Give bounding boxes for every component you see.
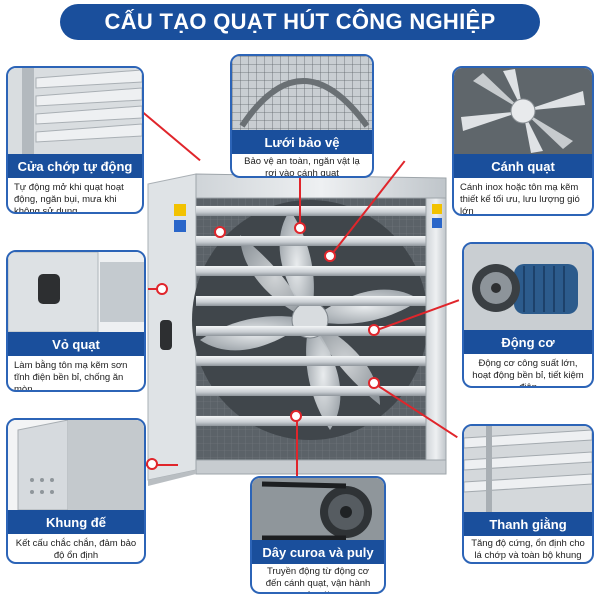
callout-dot xyxy=(214,226,226,238)
leader-line xyxy=(146,464,178,466)
page-title: CẤU TẠO QUẠT HÚT CÔNG NGHIỆP xyxy=(60,4,540,40)
part-label: Động cơ xyxy=(464,330,592,354)
callout-dot xyxy=(146,458,158,470)
frame-photo xyxy=(8,420,144,510)
louver-photo xyxy=(8,68,142,154)
callout-dot xyxy=(156,283,168,295)
part-label: Dây curoa và puly xyxy=(252,540,384,564)
belt-pulley-photo xyxy=(252,478,384,540)
part-label: Lưới bảo vệ xyxy=(232,130,372,154)
leader-line xyxy=(296,416,298,480)
part-label: Thanh giằng xyxy=(464,512,592,536)
part-desc: Cánh inox hoặc tôn mạ kẽm thiết kế tối ư… xyxy=(460,182,580,216)
part-card-day: Dây curoa và puly Truyền động từ động cơ… xyxy=(250,476,386,594)
part-label: Khung đế xyxy=(8,510,144,534)
blade-photo xyxy=(454,68,592,154)
callout-dot xyxy=(324,250,336,262)
callout-dot xyxy=(290,410,302,422)
part-card-dongco: Động cơ Động cơ công suất lớn, hoạt động… xyxy=(462,242,594,388)
brace-photo xyxy=(464,426,592,512)
part-desc: Kết cấu chắc chắn, đảm bảo độ ổn định xyxy=(15,538,137,561)
part-label: Vỏ quạt xyxy=(8,332,144,356)
mesh-photo xyxy=(232,56,372,130)
part-desc: Tự động mở khi quạt hoạt động, ngăn bụi,… xyxy=(14,182,124,214)
part-desc: Tăng độ cứng, ổn định cho lá chớp và toà… xyxy=(471,538,585,562)
leader-line xyxy=(299,175,301,229)
part-card-cua-chop: Cửa chớp tự động Tự động mở khi quạt hoạ… xyxy=(6,66,144,214)
leader-line xyxy=(142,112,201,162)
part-desc: Bảo vệ an toàn, ngăn vật lạ rơi vào cánh… xyxy=(244,156,360,178)
fan-illustration xyxy=(147,173,447,486)
callout-dot xyxy=(294,222,306,234)
motor-photo xyxy=(464,244,592,330)
part-desc: Động cơ công suất lớn, hoạt động bền bỉ,… xyxy=(472,358,584,388)
part-desc: Làm bằng tôn mạ kẽm sơn tĩnh điện bền bỉ… xyxy=(14,360,128,392)
part-card-thanh: Thanh giằng Tăng độ cứng, ổn định cho lá… xyxy=(462,424,594,564)
part-label: Cánh quạt xyxy=(454,154,592,178)
callout-dot xyxy=(368,324,380,336)
part-label: Cửa chớp tự động xyxy=(8,154,142,178)
part-card-khung: Khung đế Kết cấu chắc chắn, đảm bảo độ ổ… xyxy=(6,418,146,564)
part-card-canh: Cánh quạt Cánh inox hoặc tôn mạ kẽm thiế… xyxy=(452,66,594,216)
part-card-luoi: Lưới bảo vệ Bảo vệ an toàn, ngăn vật lạ … xyxy=(230,54,374,178)
callout-dot xyxy=(368,377,380,389)
part-desc: Truyền động từ động cơ đến cánh quạt, vậ… xyxy=(265,566,371,592)
housing-photo xyxy=(8,252,144,332)
part-card-vo: Vỏ quạt Làm bằng tôn mạ kẽm sơn tĩnh điệ… xyxy=(6,250,146,392)
